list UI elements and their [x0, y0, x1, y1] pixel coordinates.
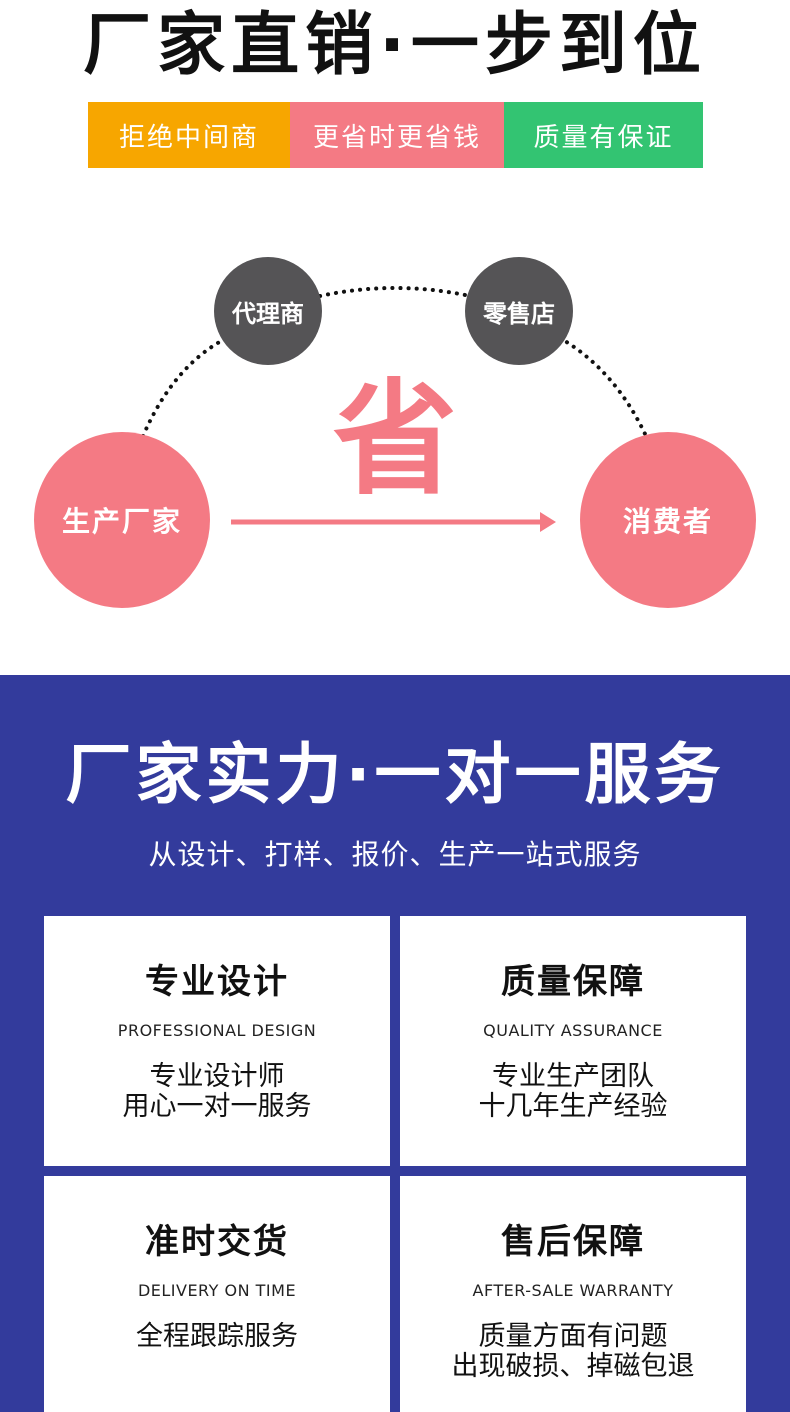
card-title: 专业设计: [145, 962, 289, 1002]
card-line-2: 出现破损、掉磁包退: [451, 1351, 695, 1382]
tag-quality-guaranteed: 质量有保证: [504, 102, 703, 168]
card-english-title: AFTER-SALE WARRANTY: [472, 1281, 674, 1300]
card-line-1: 专业生产团队: [492, 1061, 654, 1092]
page-title: 厂家直销·一步到位: [83, 6, 707, 85]
card-line-1: 质量方面有问题: [478, 1321, 668, 1352]
supply-chain-diagram: 生产厂家 代理商 零售店 消费者 省: [0, 230, 790, 650]
card-line-2: 十几年生产经验: [478, 1091, 668, 1122]
save-character: 省: [332, 368, 457, 512]
strength-title: 厂家实力·一对一服务: [65, 736, 725, 813]
card-title: 售后保障: [501, 1222, 645, 1262]
card-line-1: 全程跟踪服务: [136, 1321, 298, 1352]
producer-node: 生产厂家: [34, 432, 210, 608]
consumer-node: 消费者: [580, 432, 756, 608]
card-description: 质量方面有问题 出现破损、掉磁包退: [400, 1322, 746, 1382]
strength-subtitle: 从设计、打样、报价、生产一站式服务: [148, 838, 642, 871]
card-description: 专业生产团队 十几年生产经验: [400, 1062, 746, 1122]
arrow-head: [540, 512, 556, 532]
diagram-lines: [141, 286, 648, 532]
agent-node: 代理商: [214, 257, 322, 365]
card-delivery-on-time: 准时交货 DELIVERY ON TIME 全程跟踪服务: [44, 1176, 390, 1412]
card-title: 质量保障: [501, 962, 645, 1002]
tag-save-time-money: 更省时更省钱: [290, 102, 504, 168]
card-description: 专业设计师 用心一对一服务: [44, 1062, 390, 1122]
strength-section: 厂家实力·一对一服务 从设计、打样、报价、生产一站式服务 专业设计 PROFES…: [0, 675, 790, 1412]
card-line-2: 用心一对一服务: [122, 1091, 312, 1122]
card-quality-assurance: 质量保障 QUALITY ASSURANCE 专业生产团队 十几年生产经验: [400, 916, 746, 1166]
tag-bar: 拒绝中间商 更省时更省钱 质量有保证: [88, 102, 703, 168]
card-title: 准时交货: [145, 1222, 289, 1262]
card-line-1: 专业设计师: [149, 1061, 285, 1092]
tag-no-middleman: 拒绝中间商: [88, 102, 290, 168]
card-english-title: PROFESSIONAL DESIGN: [117, 1021, 317, 1040]
dotted-arc-top: [318, 286, 472, 298]
card-english-title: QUALITY ASSURANCE: [483, 1021, 663, 1040]
card-professional-design: 专业设计 PROFESSIONAL DESIGN 专业设计师 用心一对一服务: [44, 916, 390, 1166]
retailer-node: 零售店: [465, 257, 573, 365]
card-after-sale-warranty: 售后保障 AFTER-SALE WARRANTY 质量方面有问题 出现破损、掉磁…: [400, 1176, 746, 1412]
card-english-title: DELIVERY ON TIME: [137, 1281, 297, 1300]
card-description: 全程跟踪服务: [44, 1322, 390, 1352]
dotted-arc-right: [558, 336, 648, 438]
dotted-arc-left: [141, 332, 237, 438]
